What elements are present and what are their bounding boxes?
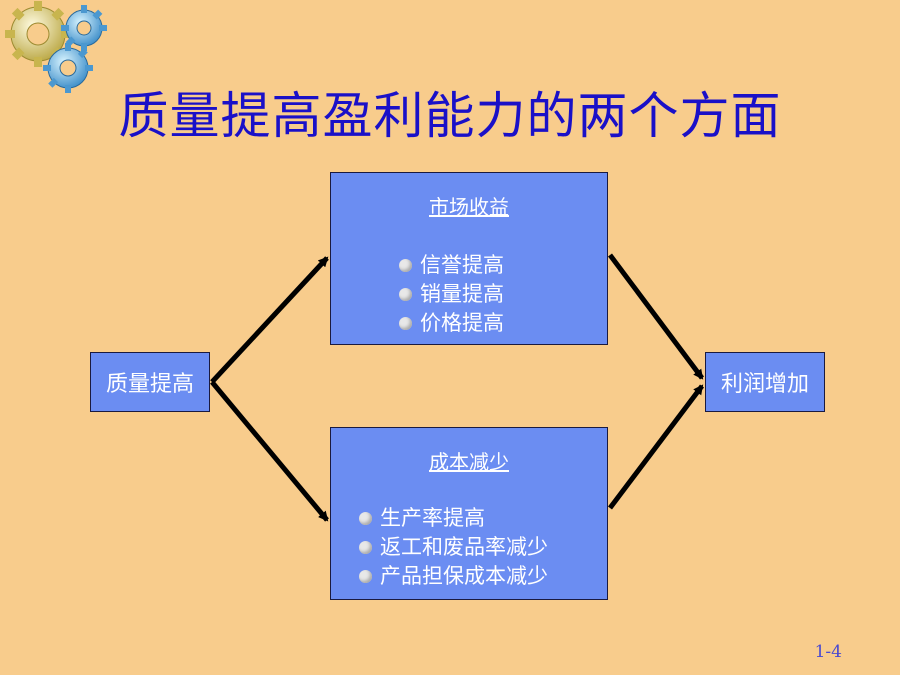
arrow-to-market [210, 256, 329, 384]
bullet-icon [359, 512, 372, 525]
page-number: 1-4 [814, 642, 842, 662]
market-gain-box: 市场收益 信誉提高 销量提高 价格提高 [330, 172, 608, 345]
list-item: 产品担保成本减少 [359, 562, 548, 591]
arrow-to-cost [210, 380, 329, 522]
market-gain-list: 信誉提高 销量提高 价格提高 [399, 251, 504, 338]
list-item: 销量提高 [399, 280, 504, 309]
gears-icon [5, 1, 107, 93]
profit-increase-label: 利润增加 [720, 372, 809, 397]
bullet-icon [399, 317, 412, 330]
list-item: 返工和废品率减少 [359, 533, 548, 562]
page-title: 质量提高盈利能力的两个方面 [118, 87, 782, 145]
bullet-icon [399, 259, 412, 272]
cost-reduction-list: 生产率提高 返工和废品率减少 产品担保成本减少 [359, 504, 548, 591]
profit-increase-box: 利润增加 [705, 352, 825, 412]
bullet-icon [359, 541, 372, 554]
arrow-cost-to-profit [608, 384, 704, 510]
quality-improve-box: 质量提高 [90, 352, 210, 412]
bullet-icon [399, 288, 412, 301]
cost-reduction-heading: 成本减少 [429, 450, 509, 474]
arrow-market-to-profit [607, 253, 705, 380]
cost-reduction-box: 成本减少 生产率提高 返工和废品率减少 产品担保成本减少 [330, 427, 608, 600]
bullet-icon [359, 570, 372, 583]
list-item: 价格提高 [399, 309, 504, 338]
list-item: 生产率提高 [359, 504, 548, 533]
market-gain-heading: 市场收益 [429, 195, 509, 219]
quality-improve-label: 质量提高 [105, 372, 194, 397]
list-item: 信誉提高 [399, 251, 504, 280]
